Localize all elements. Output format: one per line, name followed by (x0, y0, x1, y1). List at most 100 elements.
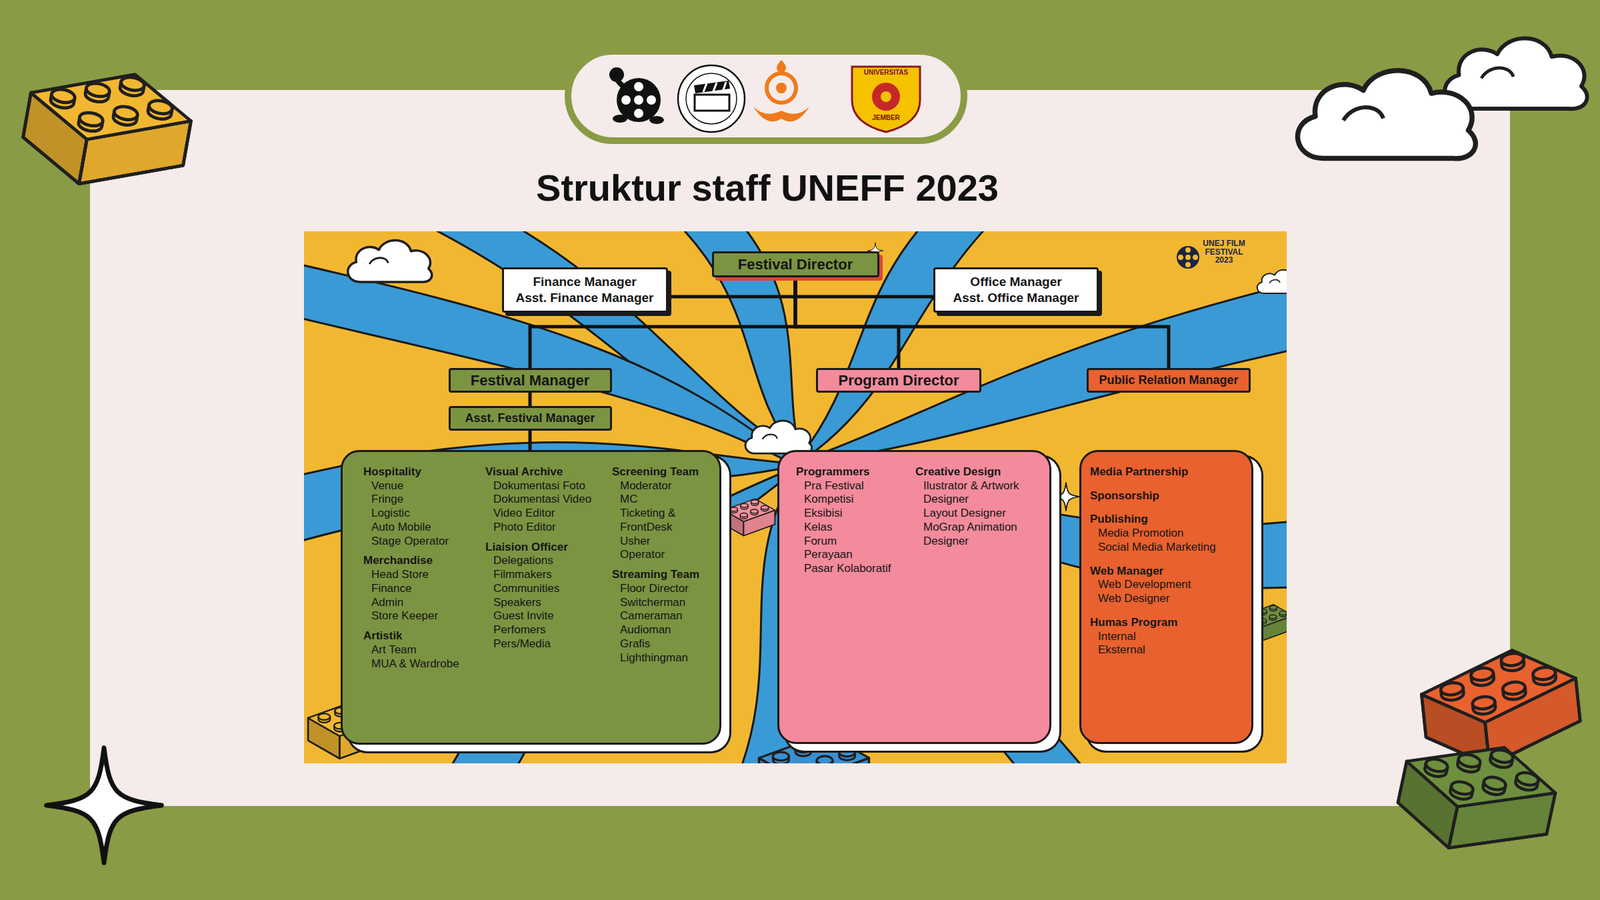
section-heading: Streaming Team (612, 568, 716, 582)
role-item: Usher (620, 534, 716, 549)
role-item: Delegations (493, 554, 609, 568)
inner-panel (90, 90, 1510, 806)
himpunan-logo (694, 80, 730, 94)
assistant-box: Asst. Festival Manager (448, 406, 612, 431)
role-item: Head Store (371, 568, 480, 582)
turtle-logo (621, 95, 631, 105)
section-heading: Sponsorship (1090, 489, 1248, 504)
role-item: Logistic (371, 506, 480, 521)
role-item: Communities (493, 582, 609, 596)
himpunan-logo (678, 65, 745, 132)
himpunan-logo (686, 73, 737, 124)
logo-text: JEMBER (859, 114, 913, 122)
turtle-logo (634, 82, 644, 92)
flame-logo (776, 82, 787, 94)
role-item: Video Editor (493, 506, 609, 521)
turtle-logo (612, 114, 628, 123)
column: Screening TeamModeratorMCTicketing & Fro… (612, 465, 716, 665)
manager-box: Office ManagerAsst. Office Manager (933, 267, 1099, 313)
role-item: Speakers (493, 596, 609, 610)
role-item: Pra Festival (804, 479, 910, 494)
swirl-background (1257, 270, 1287, 294)
festival-logo-icon (1185, 247, 1191, 253)
manager-box: Finance ManagerAsst. Finance Manager (502, 267, 668, 313)
logo-text: UNIVERSITAS (852, 68, 920, 77)
role-item: Auto Mobile (371, 520, 480, 535)
role-item: Ilustrator & Artwork Designer (923, 479, 1042, 507)
org-connector (528, 430, 532, 450)
flame-logo (753, 60, 810, 122)
festival-logo-icon (1176, 246, 1200, 269)
role-item: Perayaan (804, 548, 910, 562)
org-connector (668, 277, 796, 297)
role-item: Forum (804, 534, 910, 549)
role-item: Kelas (804, 520, 910, 535)
org-connector (795, 277, 934, 297)
role-item: Social Media Marketing (1098, 540, 1248, 555)
flame-logo (766, 73, 796, 103)
role-item: Lighthingman (620, 651, 716, 666)
division-panel: ProgrammersPra FestivalKompetisiEksibisi… (777, 450, 1052, 744)
section-heading: Web Manager (1090, 564, 1248, 579)
role-item: Stage Operator (371, 534, 480, 549)
page-lego (1390, 728, 1562, 867)
role-item: MoGrap Animation Designer (923, 520, 1042, 548)
role-item: Fringe (371, 492, 480, 507)
org-connector (795, 277, 899, 368)
festival-logo-icon (1178, 254, 1184, 260)
logo-text: UNEJ FILM FESTIVAL 2023 (1201, 238, 1247, 266)
section-heading: Screening Team (612, 465, 716, 480)
festival-logo-icon (1185, 254, 1191, 260)
manager-box: Public Relation Manager (1086, 368, 1251, 393)
role-item: Switcherman (620, 596, 716, 610)
role-title: Office Manager (944, 274, 1088, 290)
role-title: Asst. Finance Manager (513, 290, 657, 306)
section-heading: Humas Program (1090, 616, 1248, 630)
role-item: Dokumentasi Video (493, 492, 609, 507)
turtle-logo (634, 108, 644, 118)
role-item: Eksibisi (804, 506, 910, 521)
role-item: Finance (371, 582, 480, 596)
turtle-logo (649, 116, 664, 124)
column: Creative DesignIlustrator & Artwork Desi… (915, 465, 1042, 548)
swirl-background (1052, 482, 1080, 511)
column: ProgrammersPra FestivalKompetisiEksibisi… (796, 465, 910, 576)
section-heading: Artistik (363, 629, 480, 644)
org-connector (795, 277, 1169, 368)
section-heading: Publishing (1090, 512, 1248, 527)
page-lego (16, 57, 1584, 868)
role-item: Admin (371, 596, 480, 610)
role-item: Media Promotion (1098, 526, 1248, 541)
university-logo (872, 82, 900, 111)
page-cloud (1298, 70, 1476, 159)
director-box: Festival Director (712, 251, 880, 278)
turtle-logo (634, 95, 644, 105)
role-item: Web Designer (1098, 592, 1248, 606)
role-item: Cameraman (620, 609, 716, 624)
role-item: Internal (1098, 630, 1248, 644)
university-logo (852, 66, 920, 132)
director-box: Program Director (816, 368, 982, 393)
section-heading: Hospitality (363, 465, 480, 480)
section-heading: Visual Archive (485, 465, 609, 480)
turtle-logo (609, 67, 624, 82)
section-heading: Creative Design (915, 465, 1042, 480)
role-title: Festival Manager (460, 372, 601, 389)
role-item: Guest Invite (493, 609, 609, 624)
role-title: Finance Manager (513, 274, 657, 290)
himpunan-logo (703, 82, 726, 92)
role-item: Web Development (1098, 578, 1248, 592)
role-item: Moderator (620, 479, 716, 494)
sparkle-star (46, 748, 162, 864)
role-item: Grafis (620, 637, 716, 652)
role-title: Public Relation Manager (1098, 373, 1240, 388)
section-heading: Media Partnership (1090, 465, 1248, 480)
section-heading: Liaision Officer (485, 540, 609, 555)
turtle-logo (646, 95, 656, 105)
role-title: Asst. Festival Manager (460, 411, 601, 426)
role-item: Operator (620, 548, 716, 562)
flame-logo (753, 106, 810, 122)
role-item: Photo Editor (493, 520, 609, 535)
